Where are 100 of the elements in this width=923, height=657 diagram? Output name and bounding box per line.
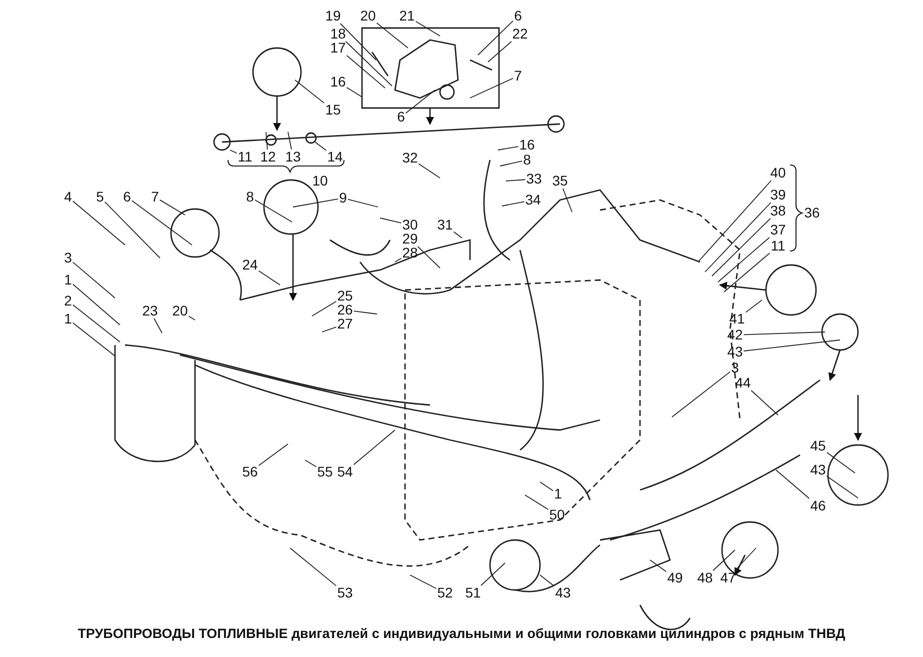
leader-line xyxy=(776,470,810,499)
callout-number: 14 xyxy=(326,150,344,164)
callout-number: 8 xyxy=(245,190,255,204)
leader-line xyxy=(724,252,770,292)
leader-line xyxy=(826,476,858,498)
callout-number: 46 xyxy=(809,498,827,514)
leader-line xyxy=(346,87,362,98)
callout-number: 36 xyxy=(803,206,821,220)
callout-number: 42 xyxy=(726,328,744,342)
callout-number: 3 xyxy=(730,360,740,376)
callout-number: 6 xyxy=(396,110,406,124)
leader-line xyxy=(380,218,402,224)
leader-line xyxy=(258,270,280,286)
leader-line xyxy=(353,430,396,466)
callout-number: 20 xyxy=(171,304,189,318)
caption: ТРУБОПРОВОДЫ ТОПЛИВНЫЕ двигателей с индивидуальными и общими головками цилиндров с рядным ТНВД xyxy=(76,626,846,641)
leader-line xyxy=(258,444,288,466)
callout-number: 25 xyxy=(336,288,354,304)
callout-number: 19 xyxy=(324,8,342,24)
leader-line xyxy=(72,200,126,246)
callout-number: 6 xyxy=(122,190,132,204)
leader-line xyxy=(410,574,437,589)
callout-number: 45 xyxy=(809,438,827,454)
leader-line xyxy=(734,548,756,571)
callout-number: 11 xyxy=(236,150,254,164)
leader-line xyxy=(826,452,856,474)
callout-number: 37 xyxy=(769,222,787,238)
callout-number: 54 xyxy=(336,464,354,480)
leader-line xyxy=(712,550,736,571)
callout-number: 53 xyxy=(336,586,354,600)
leader-line xyxy=(488,41,512,62)
leader-line xyxy=(394,258,402,262)
callout-number: 31 xyxy=(436,218,454,232)
callout-number: 32 xyxy=(401,150,419,166)
leader-line xyxy=(502,201,525,206)
callout-number: 9 xyxy=(338,190,348,206)
callout-number: 38 xyxy=(769,204,787,218)
callout-number: 3 xyxy=(63,250,73,266)
leader-line xyxy=(478,20,514,56)
callout-number: 50 xyxy=(548,508,566,522)
callout-number: 27 xyxy=(336,316,354,332)
callout-number: 51 xyxy=(464,586,482,600)
leader-line xyxy=(704,202,772,272)
callout-number: 43 xyxy=(726,344,744,360)
callout-number: 28 xyxy=(401,246,419,260)
callout-number: 8 xyxy=(522,152,532,168)
callout-number: 22 xyxy=(511,26,529,42)
callout-number: 44 xyxy=(734,376,752,390)
callout-number: 15 xyxy=(324,102,342,118)
callout-number: 21 xyxy=(398,8,416,24)
callout-number: 13 xyxy=(284,150,302,164)
leader-line xyxy=(745,300,762,313)
leader-line xyxy=(345,41,392,86)
leader-line xyxy=(353,310,378,314)
callout-number: 16 xyxy=(329,74,347,90)
leader-line xyxy=(418,163,440,178)
leader-line xyxy=(498,146,519,150)
callout-number: 56 xyxy=(241,464,259,480)
leader-line xyxy=(524,494,549,510)
callout-number: 41 xyxy=(728,312,746,326)
leader-line xyxy=(290,548,337,586)
leader-line xyxy=(72,262,116,298)
callout-number: 16 xyxy=(518,138,536,152)
leader-line xyxy=(743,332,826,336)
leader-line xyxy=(254,199,292,222)
callout-number: 43 xyxy=(554,586,572,600)
leader-line xyxy=(230,150,238,154)
leader-line xyxy=(314,142,327,151)
leader-line xyxy=(294,80,325,104)
leader-line xyxy=(712,218,771,276)
callout-number: 11 xyxy=(770,238,786,254)
callout-number: 40 xyxy=(769,166,787,180)
leader-line xyxy=(405,90,436,114)
callout-number: 29 xyxy=(401,232,419,246)
callout-number: 33 xyxy=(525,172,543,186)
callout-number: 18 xyxy=(329,26,347,42)
leader-line xyxy=(650,560,667,572)
callout-number: 17 xyxy=(329,40,347,56)
callout-number: 1 xyxy=(63,272,73,288)
callout-number: 6 xyxy=(513,8,523,24)
leader-line xyxy=(698,180,772,262)
callout-number: 12 xyxy=(259,150,277,164)
callout-number: 39 xyxy=(769,188,787,202)
callout-number: 43 xyxy=(809,462,827,478)
callout-number: 1 xyxy=(63,312,73,326)
callout-number: 1 xyxy=(553,486,563,502)
callout-number: 5 xyxy=(95,190,105,204)
leader-line xyxy=(415,20,440,36)
callout-number: 35 xyxy=(551,174,569,188)
callout-number: 7 xyxy=(513,68,523,84)
leader-line xyxy=(562,188,572,212)
leader-line xyxy=(470,78,514,98)
callout-number: 30 xyxy=(401,218,419,232)
leader-line xyxy=(672,371,731,418)
leader-line xyxy=(292,198,339,208)
leader-line xyxy=(312,300,337,316)
leader-line xyxy=(506,179,526,182)
callout-number: 20 xyxy=(359,8,377,24)
leader-line xyxy=(376,22,408,48)
leader-line xyxy=(417,246,440,268)
